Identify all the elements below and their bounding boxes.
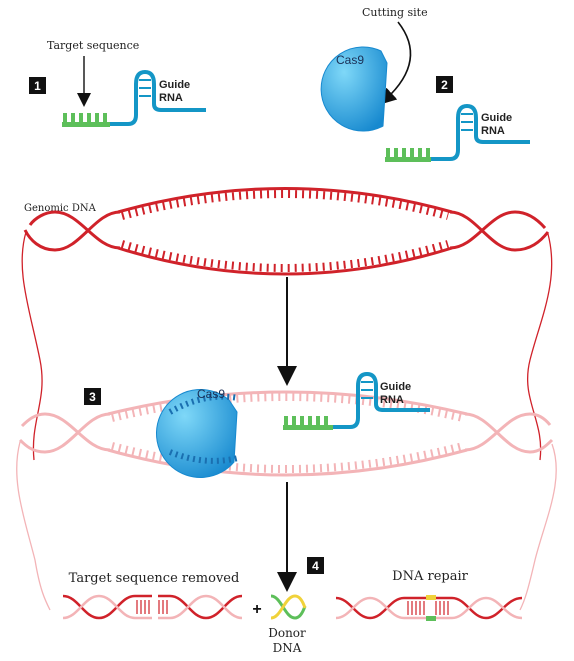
panel-2: Cutting site Cas9 2 Guide RNA	[320, 6, 530, 162]
repaired-dna	[335, 595, 523, 621]
target-removed-label: Target sequence removed	[69, 571, 240, 586]
genomic-dna-label: Genomic DNA	[24, 203, 97, 214]
cas9-protein-2	[320, 46, 388, 132]
guide-rna-label-1a: Guide	[159, 79, 190, 91]
panel-1: 1 Target sequence Guide RNA	[29, 39, 206, 127]
donor-label-a: Donor	[268, 626, 306, 640]
guide-rna-label-2a: Guide	[481, 112, 512, 124]
target-sequence-label: Target sequence	[47, 39, 139, 52]
cut-dna-right	[158, 594, 243, 620]
plus-sign: +	[252, 601, 261, 618]
step-number-2: 2	[441, 78, 448, 92]
cas9-label-2: Cas9	[336, 53, 364, 67]
panel-4: 4 Target sequence removed DNA repair + D…	[62, 557, 523, 655]
target-sequence-strand-3	[283, 416, 333, 430]
cutting-site-arrow	[380, 21, 412, 105]
step-number-4: 4	[312, 559, 319, 573]
step-badge-4	[307, 557, 324, 574]
step-number-1: 1	[34, 79, 41, 93]
guide-rna-label-2b: RNA	[481, 125, 505, 137]
cut-dna-left	[62, 594, 152, 620]
donor-dna	[270, 594, 307, 620]
target-sequence-strand-2	[385, 148, 431, 162]
guide-rna-label-3a: Guide	[380, 381, 411, 393]
step-number-3: 3	[89, 390, 96, 404]
step-badge-1	[29, 77, 46, 94]
cutting-site-label: Cutting site	[362, 6, 428, 19]
target-sequence-strand-1	[62, 113, 110, 127]
guide-rna-label-3b: RNA	[380, 394, 404, 406]
step-badge-3	[84, 388, 101, 405]
donor-label-b: DNA	[273, 641, 302, 655]
guide-rna-strand-1	[110, 69, 206, 126]
guide-rna-label-1b: RNA	[159, 92, 183, 104]
genomic-dna-pale	[16, 390, 557, 611]
guide-rna-strand-2	[431, 103, 530, 161]
genomic-dna: Genomic DNA	[21, 187, 553, 461]
panel-3: 3 Cas9	[16, 371, 557, 611]
guide-rna-strand-3	[333, 371, 430, 429]
step-badge-2	[436, 76, 453, 93]
cas9-label-3: Cas9	[197, 387, 225, 401]
cas9-protein-3	[156, 389, 238, 479]
dna-repair-label: DNA repair	[392, 569, 468, 584]
